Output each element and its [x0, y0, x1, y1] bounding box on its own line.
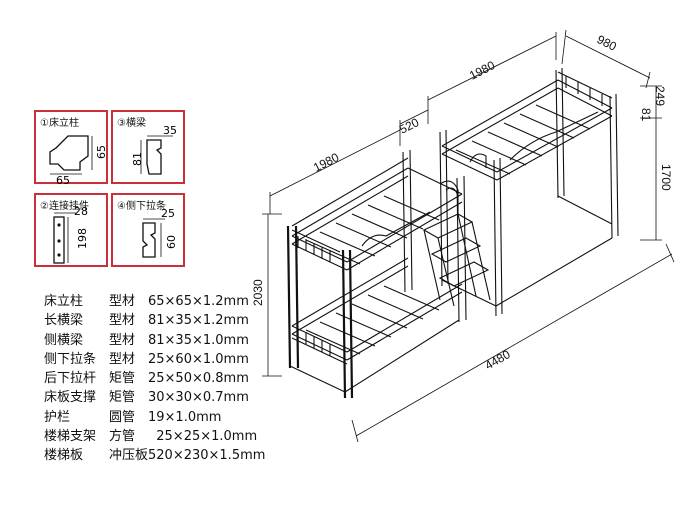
dim-beam-height: 81 — [131, 152, 144, 166]
spec-name: 侧下拉条 — [44, 351, 97, 367]
dim-rail-offset: 81 — [639, 108, 653, 122]
spec-size: 30×30×0.7mm — [148, 390, 249, 406]
spec-name: 楼梯支架 — [44, 429, 97, 445]
dim-hanger-width: 28 — [74, 205, 88, 218]
spec-size: 81×35×1.0mm — [148, 332, 249, 348]
spec-type: 方管 — [109, 429, 136, 445]
profile-caption: ②连接挂件 — [40, 201, 89, 212]
dim-tie-height: 60 — [165, 235, 178, 249]
spec-name: 后下拉杆 — [44, 371, 97, 387]
dim-upper-height: 1700 — [659, 164, 673, 191]
dim-tie-width: 25 — [161, 207, 175, 220]
profile-caption: ④侧下拉条 — [117, 201, 166, 212]
beam-profile-drawing: 35 81 — [131, 124, 177, 175]
dim-hanger-length: 198 — [76, 228, 89, 249]
spec-size: 25×50×0.8mm — [148, 371, 249, 387]
dim-beam-width: 35 — [163, 124, 177, 137]
profile-box-tie: ④侧下拉条 25 60 — [111, 193, 185, 267]
right-loft-frame — [439, 67, 619, 317]
spec-type: 冲压板 — [109, 448, 149, 464]
tie-profile-drawing: 25 60 — [142, 207, 178, 258]
dim-gap: 520 — [397, 115, 421, 137]
spec-type: 圆管 — [109, 409, 136, 425]
profile-caption: ③横梁 — [117, 118, 146, 129]
profile-box-hanger: ②连接挂件 28 198 — [34, 193, 108, 267]
spec-name: 护栏 — [44, 409, 71, 425]
hanger-profile-drawing: 28 198 — [53, 205, 89, 264]
dim-total-height: 2030 — [251, 279, 265, 306]
dim-left-length: 1980 — [311, 150, 341, 175]
spec-name: 楼梯板 — [44, 448, 84, 464]
spec-name: 床板支撑 — [44, 390, 97, 406]
spec-type: 矩管 — [109, 371, 136, 387]
spec-type: 型材 — [109, 351, 136, 367]
dim-right-width: 980 — [595, 32, 619, 54]
spec-name: 侧横梁 — [44, 332, 84, 348]
dimension-lines — [262, 29, 675, 443]
dim-total-length: 4480 — [483, 347, 513, 373]
spec-name: 床立柱 — [44, 294, 84, 309]
spec-size: 25×60×1.0mm — [148, 351, 249, 367]
profile-box-column: ①床立柱 65 65 — [34, 110, 108, 186]
dim-rail-height: 249 — [653, 86, 667, 106]
dim-column-width: 65 — [56, 174, 70, 186]
spec-size: 19×1.0mm — [148, 409, 222, 425]
spec-type: 矩管 — [109, 390, 136, 406]
dim-column-height: 65 — [95, 145, 108, 159]
profile-box-beam: ③横梁 35 81 — [111, 110, 185, 184]
profile-caption: ①床立柱 — [40, 118, 79, 129]
left-bunk-frame — [286, 149, 467, 399]
spec-size: 81×35×1.2mm — [148, 313, 249, 329]
column-profile-drawing: 65 65 — [49, 135, 108, 186]
spec-type: 型材 — [109, 332, 136, 348]
spec-size: 65×65×1.2mm — [148, 294, 249, 309]
spec-name: 长横梁 — [44, 313, 84, 329]
spec-type: 型材 — [109, 313, 136, 329]
spec-size: 520×230×1.5mm — [148, 448, 266, 464]
dim-right-length: 1980 — [467, 58, 497, 83]
spec-size: 25×25×1.0mm — [148, 429, 258, 445]
spec-type: 型材 — [109, 294, 136, 309]
